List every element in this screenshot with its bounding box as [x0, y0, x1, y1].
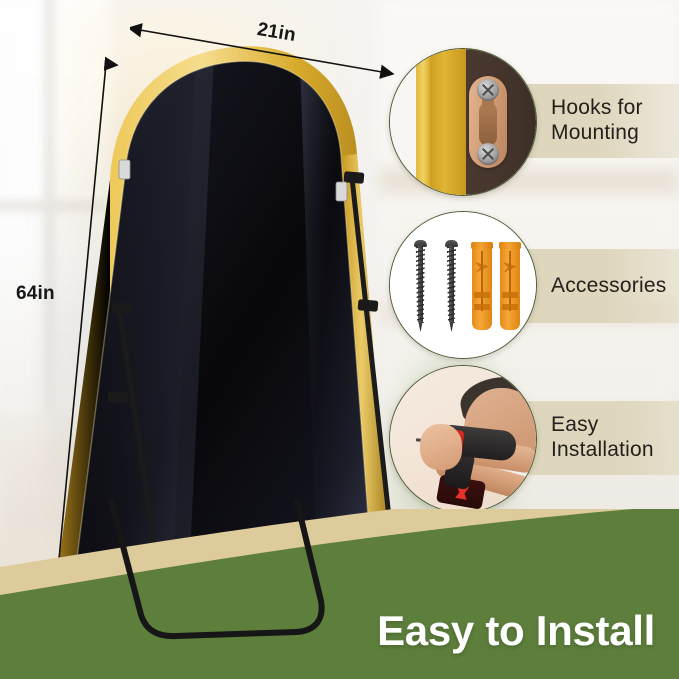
screw-icon: [414, 240, 427, 333]
feature-image-accessories: [389, 211, 537, 359]
easel-stand-foot: [107, 499, 325, 640]
screw-head-icon: [477, 143, 499, 165]
feature-label-installation: Easy Installation: [551, 413, 654, 461]
feature-image-installation: [389, 365, 537, 513]
screw-icon: [445, 240, 458, 333]
feature-label-accessories: Accessories: [551, 273, 667, 297]
screw-head-icon: [477, 79, 499, 101]
feature-image-hooks: [389, 48, 537, 196]
width-dimension-arrow: [130, 23, 395, 79]
feature-label-hooks: Hooks for Mounting: [551, 96, 643, 144]
height-dimension-label: 64in: [16, 283, 55, 304]
wall-anchor-icon: [471, 242, 493, 330]
feature-accessories: Accessories: [389, 211, 679, 361]
feature-easy-installation: Easy Installation: [389, 365, 679, 515]
feature-hooks-for-mounting: Hooks for Mounting: [389, 48, 679, 198]
hook-plate-icon: [469, 76, 507, 168]
wall-anchor-icon: [499, 242, 521, 330]
height-dimension-arrow: [41, 56, 119, 620]
banner-headline: Easy to Install: [377, 607, 655, 654]
